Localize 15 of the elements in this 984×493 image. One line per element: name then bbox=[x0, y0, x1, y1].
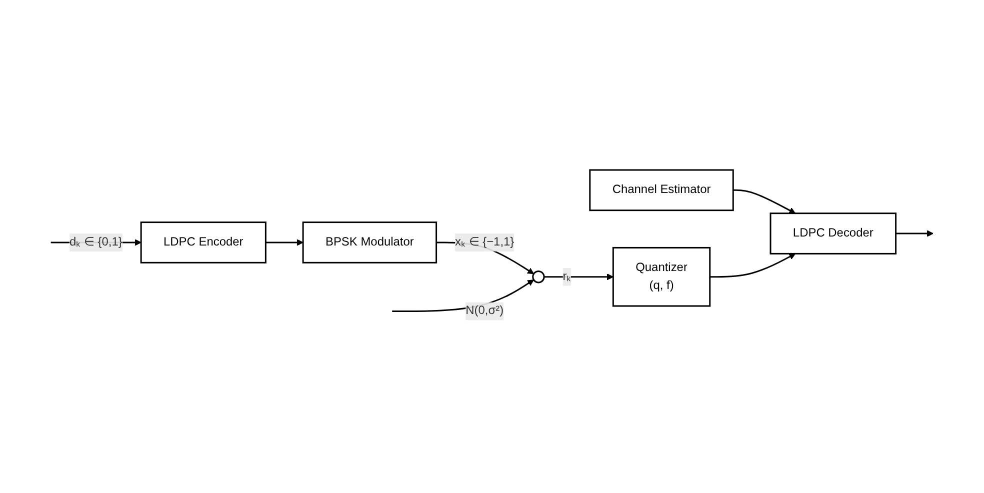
arrow bbox=[896, 230, 934, 238]
arrow bbox=[733, 190, 796, 214]
node-box: Quantizer (q, f) bbox=[612, 247, 711, 308]
node-box: LDPC Encoder bbox=[140, 222, 266, 264]
arrow bbox=[710, 254, 796, 278]
arrow bbox=[544, 274, 614, 280]
edge-label: dₖ ∈ {0,1} bbox=[70, 236, 122, 249]
edge-label: N(0,σ²) bbox=[466, 304, 504, 318]
arrow bbox=[266, 239, 304, 246]
node-box: LDPC Decoder bbox=[770, 212, 897, 255]
node-box: BPSK Modulator bbox=[302, 222, 438, 264]
edge-label: rₖ bbox=[562, 270, 572, 284]
node-box: Channel Estimator bbox=[589, 170, 734, 212]
node-circle bbox=[532, 270, 545, 284]
edge-label: xₖ ∈ {−1,1} bbox=[454, 236, 514, 249]
